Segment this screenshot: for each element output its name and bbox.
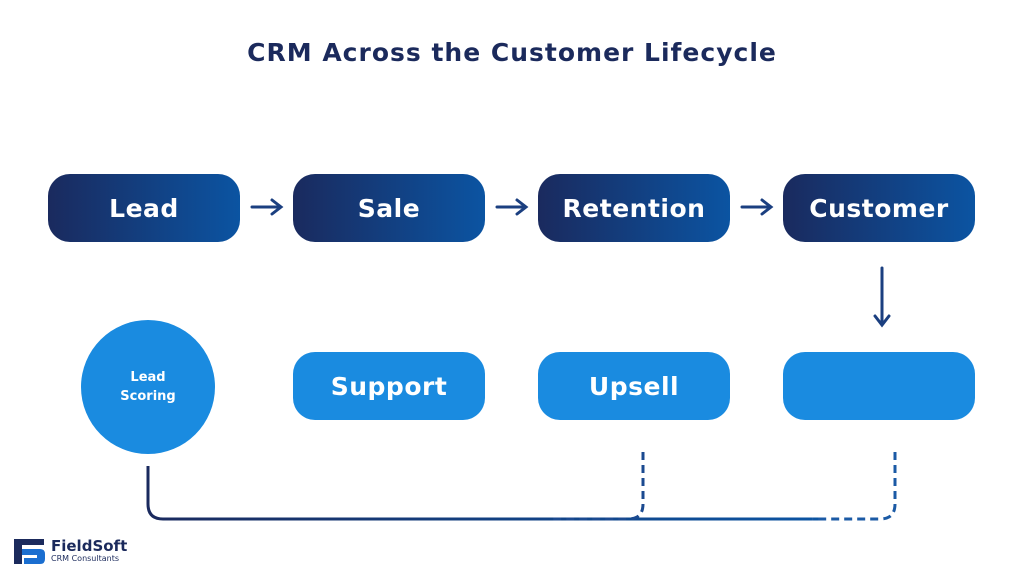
circle-label-line1: Lead	[130, 370, 166, 385]
arrow-right-icon	[495, 198, 529, 216]
stage-customer: Customer	[783, 174, 975, 242]
stage-lead: Lead	[48, 174, 240, 242]
stage-retention: Retention	[538, 174, 730, 242]
upsell-dashed-line	[553, 452, 645, 521]
loop-line	[146, 466, 820, 521]
arrow-right-icon	[740, 198, 774, 216]
fieldsoft-logo: FieldSoft CRM Consultants	[12, 537, 127, 565]
empty-box	[783, 352, 975, 420]
stage-sale: Sale	[293, 174, 485, 242]
logo-mark-icon	[14, 539, 45, 564]
logo-tagline: CRM Consultants	[51, 554, 120, 563]
diagram-title: CRM Across the Customer Lifecycle	[247, 38, 777, 67]
customer-dashed-line	[812, 452, 897, 521]
lead-scoring-circle: Lead Scoring	[81, 320, 215, 454]
arrow-right-icon	[250, 198, 284, 216]
circle-label-line2: Scoring	[120, 389, 176, 404]
support-box: Support	[293, 352, 485, 420]
upsell-box: Upsell	[538, 352, 730, 420]
arrow-down-icon	[873, 266, 891, 328]
logo-name: FieldSoft	[51, 537, 128, 555]
